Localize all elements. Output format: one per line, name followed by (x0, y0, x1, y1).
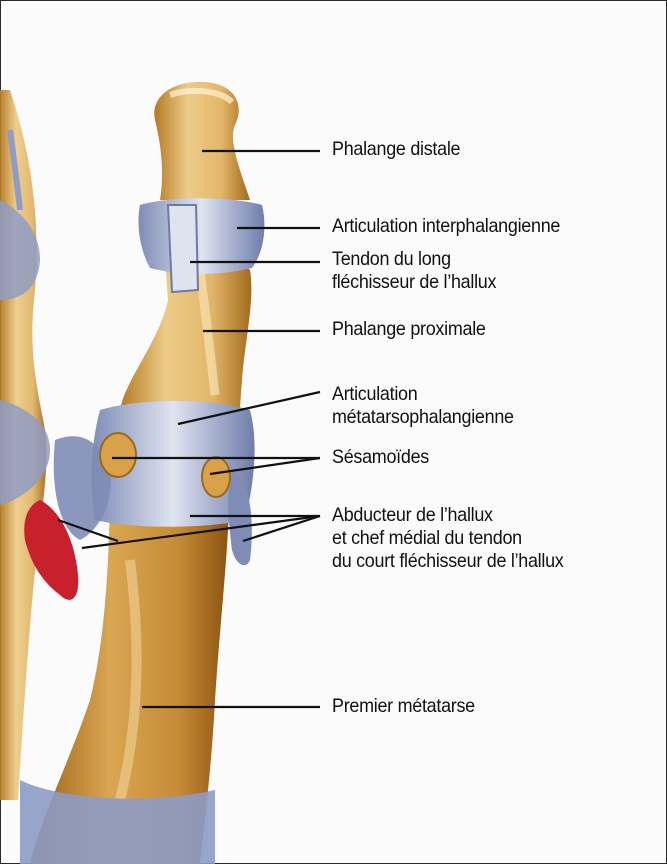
label-tendon-line2: fléchisseur de l’hallux (332, 271, 496, 294)
distal-phalanx (154, 82, 250, 200)
flexor-tendon (168, 205, 198, 292)
label-abducteur: Abducteur de l’hallux et chef médial du … (332, 504, 563, 573)
label-tendon-line1: Tendon du long (332, 248, 496, 271)
second-toe-bone (0, 90, 50, 800)
label-sesamoides: Sésamoïdes (332, 446, 429, 469)
label-tendon: Tendon du long fléchisseur de l’hallux (332, 248, 496, 294)
label-articulation-mtp-line1: Articulation (332, 383, 514, 406)
label-phalange-distale: Phalange distale (332, 138, 460, 161)
label-phalange-proximale: Phalange proximale (332, 318, 486, 341)
label-articulation-mtp-line2: métatarsophalangienne (332, 406, 514, 429)
label-articulation-interphalangienne: Articulation interphalangienne (332, 215, 560, 238)
label-abducteur-line3: du court fléchisseur de l’hallux (332, 550, 563, 573)
label-premier-metatarse: Premier métatarse (332, 695, 475, 718)
label-articulation-mtp: Articulation métatarsophalangienne (332, 383, 514, 429)
leader-abducteur-4 (243, 516, 320, 541)
label-abducteur-line2: et chef médial du tendon (332, 527, 563, 550)
label-abducteur-line1: Abducteur de l’hallux (332, 504, 563, 527)
